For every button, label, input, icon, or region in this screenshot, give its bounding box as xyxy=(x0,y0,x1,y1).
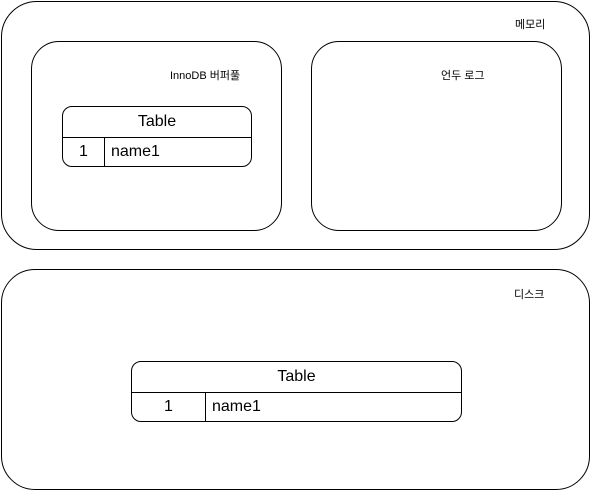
table-cell-name: name1 xyxy=(111,143,160,160)
table-title: Table xyxy=(132,362,461,393)
buffer-pool-container: InnoDB 버퍼풀 Table 1 name1 xyxy=(31,41,282,231)
table-cell-name: name1 xyxy=(212,398,261,415)
disk-container: 디스크 Table 1 name1 xyxy=(1,269,590,490)
undo-log-label: 언두 로그 xyxy=(441,70,485,82)
table-title: Table xyxy=(63,107,251,138)
memory-container: 메모리 InnoDB 버퍼풀 Table 1 name1 언두 로그 xyxy=(1,1,590,250)
buffer-pool-table: Table 1 name1 xyxy=(62,106,252,167)
table-row: 1 name1 xyxy=(63,138,251,166)
disk-table: Table 1 name1 xyxy=(131,361,462,422)
table-cell-id: 1 xyxy=(132,393,206,421)
table-row: 1 name1 xyxy=(132,393,461,421)
memory-label: 메모리 xyxy=(515,19,546,31)
undo-log-container: 언두 로그 xyxy=(311,41,562,231)
table-cell-id: 1 xyxy=(63,138,105,166)
buffer-pool-label: InnoDB 버퍼풀 xyxy=(170,70,241,82)
disk-label: 디스크 xyxy=(514,289,545,301)
